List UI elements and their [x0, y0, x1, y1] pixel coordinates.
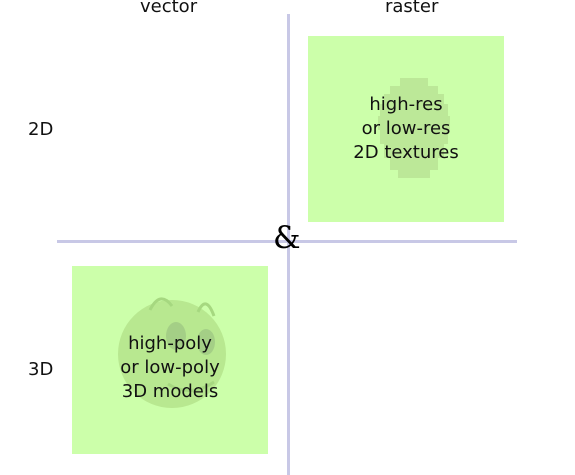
vertical-axis — [287, 14, 290, 475]
raster-panel-line-1: high-res — [369, 94, 443, 115]
vector-panel-text: high-poly or low-poly 3D models — [72, 332, 268, 404]
vector-3d-panel: high-poly or low-poly 3D models — [72, 266, 268, 454]
raster-panel-text: high-res or low-res 2D textures — [308, 93, 504, 165]
vector-panel-line-2: or low-poly — [120, 357, 220, 378]
ampersand-symbol: & — [273, 220, 301, 256]
column-label-raster: raster — [385, 0, 439, 17]
raster-panel-line-3: 2D textures — [353, 142, 459, 163]
horizontal-axis — [57, 240, 517, 243]
row-label-3d: 3D — [28, 359, 54, 380]
vector-model-icon — [118, 297, 226, 408]
raster-panel-line-2: or low-res — [361, 118, 451, 139]
raster-2d-panel: high-res or low-res 2D textures — [308, 36, 504, 222]
pixelated-blob-icon — [378, 78, 450, 178]
column-label-vector: vector — [140, 0, 198, 17]
vector-panel-line-1: high-poly — [128, 333, 212, 354]
vector-panel-line-3: 3D models — [121, 381, 219, 402]
row-label-2d: 2D — [28, 119, 54, 140]
